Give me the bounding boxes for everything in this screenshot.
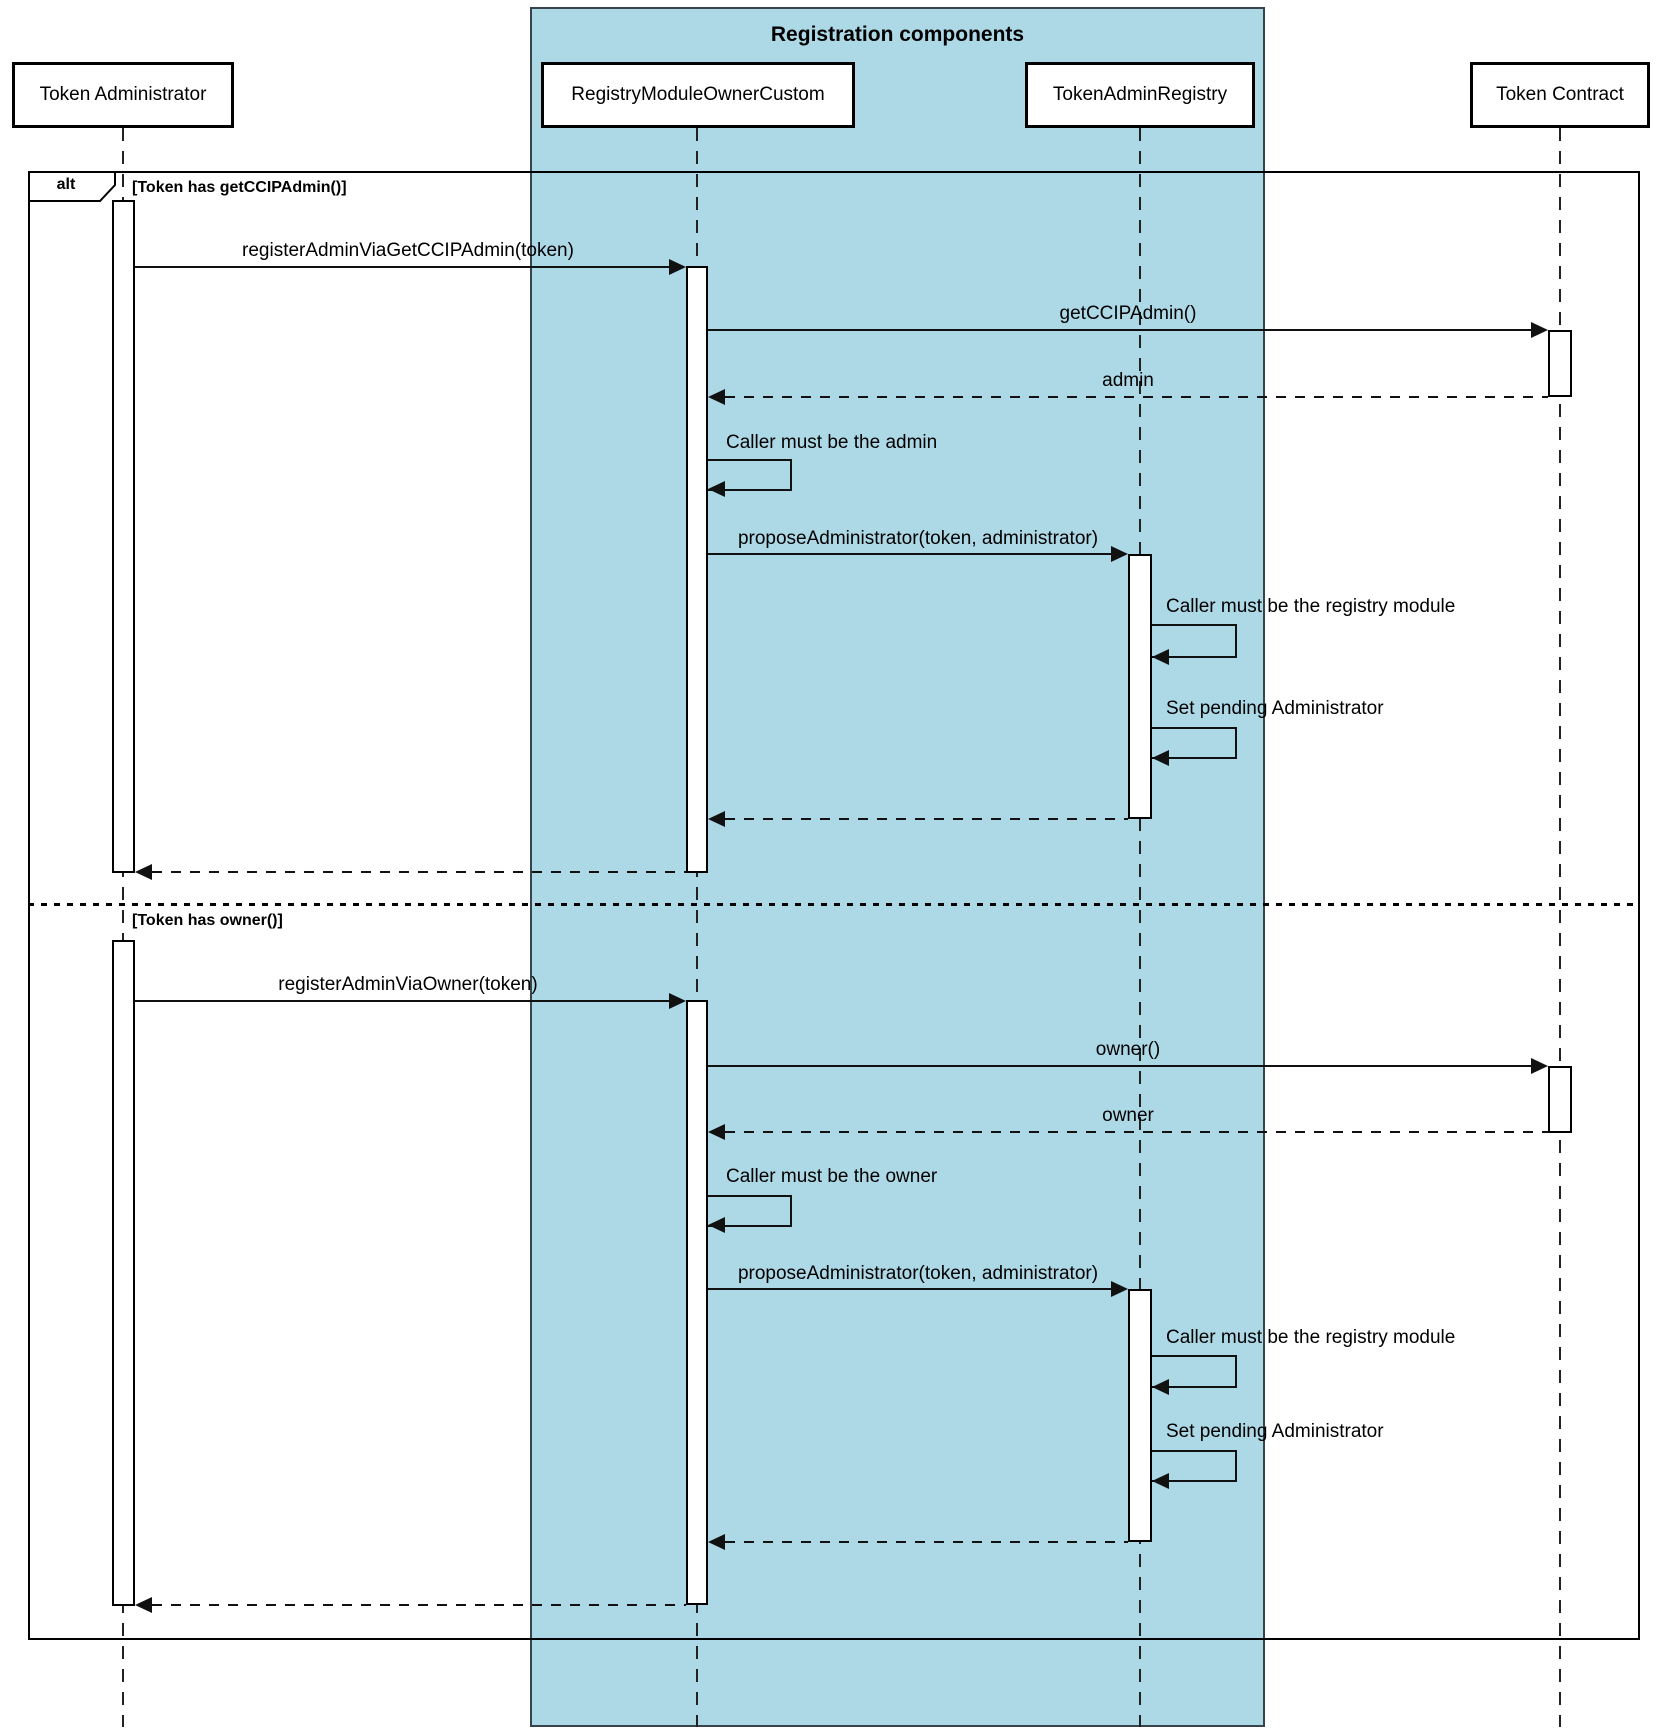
participant-label: Token Administrator [39, 84, 207, 105]
return-line-module-1 [152, 871, 686, 873]
participant-label: Token Contract [1496, 84, 1624, 105]
arrowhead-left [708, 1534, 725, 1550]
activation-token-administrator-2 [112, 940, 135, 1606]
arrowhead-left [1152, 750, 1169, 766]
return-line-owner [725, 1131, 1548, 1133]
arrowhead-left [1152, 1473, 1169, 1489]
message-label-set-pending-2: Set pending Administrator [1166, 1421, 1384, 1442]
self-loop-caller-registry-1 [1152, 624, 1237, 658]
arrowhead-left [135, 864, 152, 880]
activation-token-admin-registry-1 [1128, 554, 1152, 819]
self-loop-set-pending-1 [1152, 727, 1237, 759]
activation-token-administrator-1 [112, 200, 135, 873]
message-line-owner-call [708, 1065, 1531, 1067]
return-line-module-2 [152, 1604, 686, 1606]
message-line-get-ccip-admin [708, 329, 1531, 331]
message-label-register-owner: registerAdminViaOwner(token) [278, 974, 538, 995]
arrowhead-right [669, 259, 686, 275]
message-label-owner-call: owner() [1095, 1039, 1161, 1060]
arrowhead-right [1111, 1281, 1128, 1297]
arrowhead-left [708, 1124, 725, 1140]
guard-get-ccip-admin: [Token has getCCIPAdmin()] [132, 179, 347, 196]
message-label-propose-1: proposeAdministrator(token, administrato… [737, 528, 1099, 549]
arrowhead-right [1531, 1058, 1548, 1074]
arrowhead-left [1152, 649, 1169, 665]
alt-operator-label: alt [56, 176, 76, 193]
alt-divider [28, 903, 1640, 906]
participant-label: RegistryModuleOwnerCustom [571, 84, 825, 105]
message-line-register-owner [135, 1000, 669, 1002]
message-label-owner-return: owner [1102, 1105, 1154, 1126]
message-label-set-pending-1: Set pending Administrator [1166, 698, 1384, 719]
message-line-propose-2 [708, 1288, 1112, 1290]
message-label-caller-admin: Caller must be the admin [726, 432, 938, 453]
arrowhead-right [669, 993, 686, 1009]
lifeline-token-administrator [122, 128, 124, 1727]
activation-registry-module-1 [686, 266, 708, 873]
message-label-propose-2: proposeAdministrator(token, administrato… [737, 1263, 1099, 1284]
participant-token-admin-registry: TokenAdminRegistry [1025, 62, 1255, 128]
message-label-register-ccip: registerAdminViaGetCCIPAdmin(token) [242, 240, 574, 261]
participant-token-contract: Token Contract [1470, 62, 1650, 128]
alt-operator-pentagon [28, 171, 116, 202]
arrowhead-left [135, 1597, 152, 1613]
activation-token-contract-2 [1548, 1066, 1572, 1133]
arrowhead-left [708, 811, 725, 827]
self-loop-caller-owner [708, 1195, 792, 1227]
message-label-get-ccip-admin: getCCIPAdmin() [1059, 303, 1197, 324]
lifeline-token-admin-registry [1139, 128, 1141, 1727]
message-label-caller-registry-1: Caller must be the registry module [1166, 596, 1456, 617]
arrowhead-left [708, 481, 725, 497]
diagram-title: Registration components [770, 23, 1025, 46]
arrowhead-left [708, 1217, 725, 1233]
participant-registry-module-owner-custom: RegistryModuleOwnerCustom [541, 62, 855, 128]
message-line-register-ccip [135, 266, 669, 268]
message-line-propose-1 [708, 553, 1112, 555]
activation-token-contract-1 [1548, 330, 1572, 397]
self-loop-set-pending-2 [1152, 1450, 1237, 1482]
activation-token-admin-registry-2 [1128, 1289, 1152, 1542]
arrowhead-left [1152, 1379, 1169, 1395]
self-loop-caller-registry-2 [1152, 1355, 1237, 1388]
message-label-caller-registry-2: Caller must be the registry module [1166, 1327, 1456, 1348]
message-label-admin-return: admin [1102, 370, 1154, 391]
participant-label: TokenAdminRegistry [1052, 84, 1228, 105]
arrowhead-left [708, 389, 725, 405]
guard-owner: [Token has owner()] [132, 912, 283, 929]
return-line-registry-1 [725, 818, 1128, 820]
self-loop-caller-admin [708, 459, 792, 491]
arrowhead-right [1531, 322, 1548, 338]
activation-registry-module-2 [686, 1000, 708, 1605]
participant-token-administrator: Token Administrator [12, 62, 234, 128]
return-line-registry-2 [725, 1541, 1128, 1543]
lifeline-token-contract [1559, 128, 1561, 1727]
return-line-admin [725, 396, 1548, 398]
lifeline-registry-module-owner-custom [696, 128, 698, 1727]
arrowhead-right [1111, 546, 1128, 562]
message-label-caller-owner: Caller must be the owner [726, 1166, 938, 1187]
